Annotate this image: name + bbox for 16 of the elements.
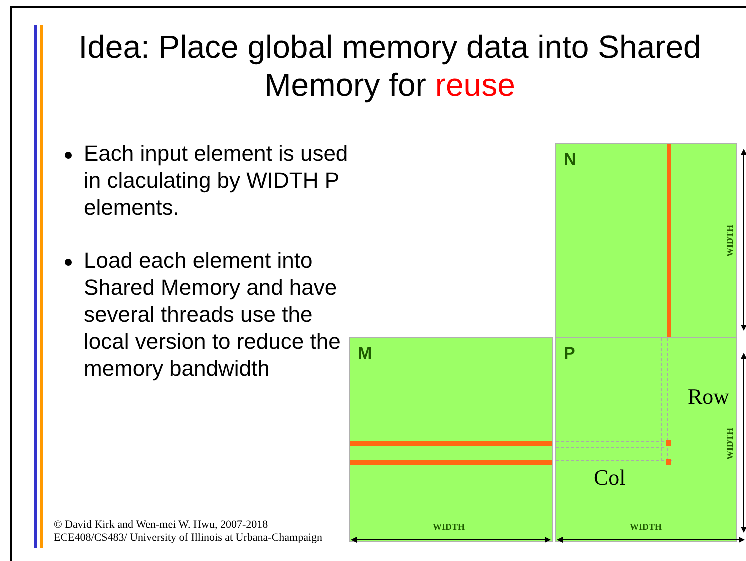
matrix-box [555, 143, 737, 338]
bullet-text: Load each element into Shared Memory and have several threads use the local version to reduce the memory bandwidth [84, 247, 342, 382]
dimension-label: WIDTH [725, 428, 735, 460]
matrix-name: M [358, 344, 372, 364]
dimension-label: WIDTH [725, 225, 735, 257]
axis-label: Col [594, 465, 626, 491]
footer-note: © David Kirk and Wen-mei W. Hwu, 2007-2018 ECE408/CS483/ University of Illinois at Urbana-Champaign [54, 519, 324, 545]
matrix-box [555, 337, 737, 542]
dimension-label: WIDTH [630, 522, 662, 532]
matrix-box [349, 337, 553, 542]
matrix-name: N [564, 150, 576, 170]
dimension-label: WIDTH [433, 522, 466, 532]
slide-title: Idea: Place global memory data into Shared Memory for reuse [78, 28, 702, 104]
bullet-text: Each input element is used in claculating by WIDTH P elements. [84, 140, 350, 221]
matrix-name: P [564, 344, 576, 364]
axis-label: Row [688, 384, 730, 410]
